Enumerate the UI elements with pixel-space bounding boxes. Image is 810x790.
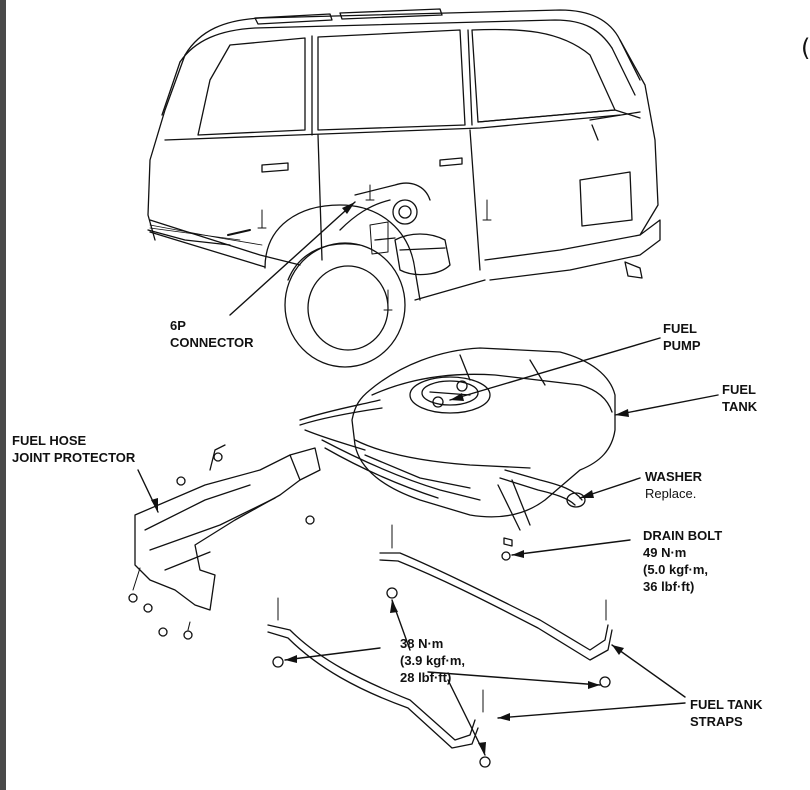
label-fuel-pump-line1: FUEL [663,321,697,336]
label-strap-torque: 38 N·m (3.9 kgf·m, 28 lbf·ft) [400,635,465,686]
label-strap-torque-line3: 28 lbf·ft) [400,670,452,685]
leader-lines [137,201,719,756]
label-6p-connector-line2: CONNECTOR [170,335,254,350]
label-6p-connector: 6P CONNECTOR [170,317,254,351]
label-straps-line1: FUEL TANK [690,697,763,712]
vehicle-body [147,8,661,368]
label-fuel-tank-straps: FUEL TANK STRAPS [690,696,762,730]
label-drain-bolt-line2: 49 N·m [643,545,687,560]
label-washer: WASHER Replace. [645,468,702,502]
arrowheads [151,202,629,755]
label-washer-line1: WASHER [645,469,703,484]
label-fuel-tank: FUEL TANK [722,381,757,415]
label-fuel-tank-line2: TANK [722,399,758,414]
label-fuel-tank-line1: FUEL [722,382,756,397]
label-strap-torque-line2: (3.9 kgf·m, [400,653,466,668]
corner-glyph: ( [801,34,810,62]
label-fuel-pump-line2: PUMP [663,338,701,353]
hose-joint-protector [128,444,321,640]
fuel-tank-straps [267,524,613,768]
label-straps-line2: STRAPS [690,714,743,729]
label-hose-protector-line1: FUEL HOSE [12,433,87,448]
label-hose-protector-line2: JOINT PROTECTOR [12,450,136,465]
label-washer-note: Replace. [645,486,697,501]
label-drain-bolt-line4: 36 lbf·ft) [643,579,695,594]
label-fuel-hose-joint-protector: FUEL HOSE JOINT PROTECTOR [12,432,135,466]
label-fuel-pump: FUEL PUMP [663,320,701,354]
fuel-tank [299,347,616,561]
left-border [0,0,6,790]
label-drain-bolt: DRAIN BOLT 49 N·m (5.0 kgf·m, 36 lbf·ft) [643,527,722,595]
label-6p-connector-line1: 6P [170,318,186,333]
label-strap-torque-line1: 38 N·m [400,636,444,651]
label-drain-bolt-line3: (5.0 kgf·m, [643,562,709,577]
label-drain-bolt-line1: DRAIN BOLT [643,528,723,543]
